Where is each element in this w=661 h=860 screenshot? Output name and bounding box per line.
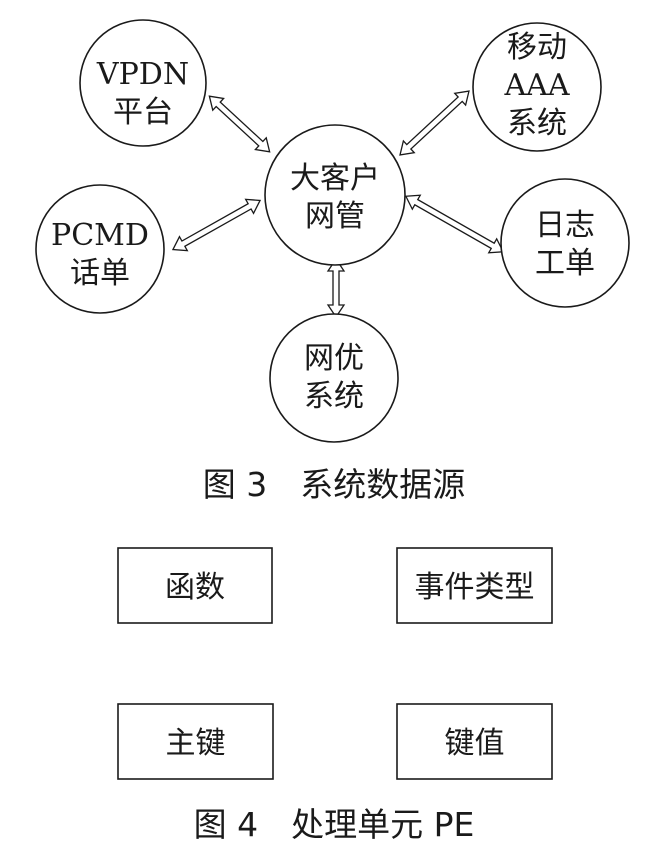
figure-4-caption: 图 4 处理单元 PE	[194, 805, 475, 844]
node-pcmd-label-line2: 话单	[70, 256, 130, 291]
node-log-label-line2: 工单	[535, 246, 595, 281]
node-center-label-line1: 大客户	[290, 161, 380, 196]
figure-3: 大客户 网管 VPDN 平台 移动 AAA 系统 PCMD 话单 日志 工单	[35, 19, 630, 504]
connector-aaa-center	[399, 90, 470, 156]
node-pcmd-circle	[35, 184, 165, 314]
node-aaa-label-line3: 系统	[507, 106, 567, 141]
pe-unit-event-type-label: 事件类型	[415, 570, 535, 605]
node-log-label-line1: 日志	[535, 208, 595, 243]
connector-vpdn-center	[208, 95, 271, 153]
node-vpdn-label-line2: 平台	[113, 95, 173, 130]
pe-unit-function: 函数	[117, 547, 273, 624]
node-vpdn-circle	[79, 19, 207, 147]
node-center: 大客户 网管	[264, 124, 406, 266]
figure-4: 函数 事件类型 主键 键值 图 4 处理单元 PE	[117, 547, 553, 844]
pe-unit-primary-key-label: 主键	[166, 726, 226, 761]
node-netopt-circle	[269, 313, 399, 443]
node-aaa: 移动 AAA 系统	[472, 22, 602, 152]
pe-unit-primary-key: 主键	[117, 703, 274, 780]
double-arrow-icon	[326, 257, 346, 319]
pe-unit-primary-key-box	[117, 703, 274, 780]
connector-netopt-center	[326, 257, 346, 319]
node-aaa-label-line2: AAA	[504, 68, 570, 103]
double-arrow-icon	[404, 194, 505, 254]
node-aaa-label-line1: 移动	[507, 30, 567, 65]
double-arrow-icon	[171, 198, 262, 252]
node-pcmd: PCMD 话单	[35, 184, 165, 314]
connector-pcmd-center	[171, 198, 262, 252]
pe-unit-key-value-box	[396, 703, 553, 780]
pe-unit-event-type-box	[396, 547, 553, 624]
node-vpdn-label-line1: VPDN	[96, 57, 189, 92]
node-netopt: 网优 系统	[269, 313, 399, 443]
node-netopt-label-line1: 网优	[304, 341, 364, 376]
node-log-circle	[500, 178, 630, 308]
pe-unit-key-value-label: 键值	[445, 726, 505, 761]
node-center-label-line2: 网管	[305, 199, 365, 234]
node-log: 日志 工单	[500, 178, 630, 308]
pe-unit-function-label: 函数	[165, 570, 225, 605]
node-netopt-label-line2: 系统	[304, 379, 364, 414]
pe-unit-key-value: 键值	[396, 703, 553, 780]
pe-unit-event-type: 事件类型	[396, 547, 553, 624]
node-center-circle	[264, 124, 406, 266]
node-pcmd-label-line1: PCMD	[51, 218, 149, 253]
pe-unit-function-box	[117, 547, 273, 624]
connector-log-center	[404, 194, 505, 254]
node-aaa-circle	[472, 22, 602, 152]
figure-3-caption: 图 3 系统数据源	[203, 465, 466, 504]
node-vpdn: VPDN 平台	[79, 19, 207, 147]
double-arrow-icon	[399, 90, 470, 156]
double-arrow-icon	[208, 95, 271, 153]
